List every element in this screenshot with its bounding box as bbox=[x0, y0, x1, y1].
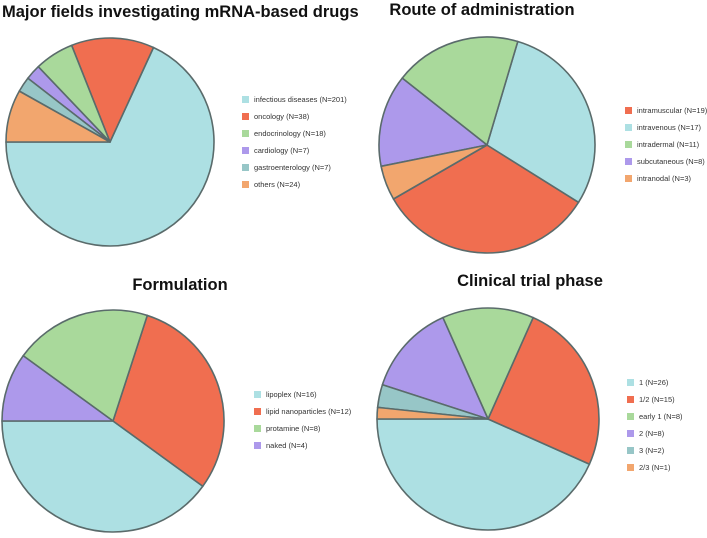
legend-swatch bbox=[254, 391, 261, 398]
legend-label: 1/2 (N=15) bbox=[639, 395, 675, 404]
legend-label: intranodal (N=3) bbox=[637, 174, 691, 183]
pie-slice bbox=[380, 144, 488, 200]
pie-slice bbox=[486, 40, 596, 204]
legend-label: oncology (N=38) bbox=[254, 112, 310, 121]
chart-major-fields: Major fields investigating mRNA-based dr… bbox=[2, 3, 359, 247]
pie-route bbox=[378, 36, 596, 254]
legend-label: intravenous (N=17) bbox=[637, 123, 701, 132]
legend-label: 1 (N=26) bbox=[639, 378, 669, 387]
legend-label: 2 (N=8) bbox=[639, 429, 665, 438]
pie-formulation bbox=[1, 309, 225, 533]
legend-phase: 1 (N=26) 1/2 (N=15) early 1 (N=8) 2 (N=8) 3 … bbox=[627, 378, 683, 472]
legend-swatch bbox=[627, 379, 634, 386]
chart-route: Route of administration intramuscular (N… bbox=[378, 1, 707, 254]
pie-slice bbox=[376, 418, 591, 531]
legend-label: naked (N=4) bbox=[266, 441, 308, 450]
legend-label: protamine (N=8) bbox=[266, 424, 321, 433]
legend-formulation: lipoplex (N=16) lipid nanoparticles (N=12… bbox=[254, 390, 352, 450]
legend-swatch bbox=[254, 425, 261, 432]
legend-route: intramuscular (N=19) intravenous (N=17) in… bbox=[625, 106, 707, 183]
pie-phase bbox=[376, 307, 600, 531]
legend-label: gastroenterology (N=7) bbox=[254, 163, 331, 172]
legend-swatch bbox=[242, 130, 249, 137]
pie-slice bbox=[1, 354, 114, 422]
legend-swatch bbox=[627, 396, 634, 403]
legend-swatch bbox=[242, 164, 249, 171]
chart-title: Formulation bbox=[132, 276, 227, 294]
pie-slice bbox=[487, 316, 600, 465]
legend-label: intramuscular (N=19) bbox=[637, 106, 707, 115]
legend-swatch bbox=[625, 175, 632, 182]
chart-title: Route of administration bbox=[389, 1, 574, 19]
legend-swatch bbox=[242, 147, 249, 154]
chart-title: Clinical trial phase bbox=[457, 272, 603, 290]
legend-label: cardiology (N=7) bbox=[254, 146, 310, 155]
pie-slice bbox=[112, 314, 225, 488]
legend-label: early 1 (N=8) bbox=[639, 412, 683, 421]
pie-slice bbox=[5, 90, 111, 143]
legend-swatch bbox=[242, 181, 249, 188]
pie-slice bbox=[381, 316, 489, 420]
pie-slice bbox=[5, 46, 215, 247]
legend-label: 3 (N=2) bbox=[639, 446, 665, 455]
legend-swatch bbox=[625, 158, 632, 165]
legend-label: lipid nanoparticles (N=12) bbox=[266, 407, 352, 416]
pie-slice bbox=[376, 406, 489, 420]
pie-major-fields bbox=[5, 37, 215, 247]
pie-slice bbox=[70, 37, 155, 143]
chart-title: Major fields investigating mRNA-based dr… bbox=[2, 3, 359, 21]
legend-major-fields: infectious diseases (N=201) oncology (N=3… bbox=[242, 95, 347, 189]
pie-slice bbox=[392, 144, 580, 254]
chart-formulation: Formulation lipoplex (N=16) lipid nanopar… bbox=[1, 276, 352, 533]
legend-swatch bbox=[254, 408, 261, 415]
legend-label: 2/3 (N=1) bbox=[639, 463, 671, 472]
legend-swatch bbox=[627, 464, 634, 471]
legend-swatch bbox=[254, 442, 261, 449]
legend-label: subcutaneous (N=8) bbox=[637, 157, 705, 166]
legend-swatch bbox=[625, 107, 632, 114]
legend-label: endocrinology (N=18) bbox=[254, 129, 326, 138]
legend-swatch bbox=[242, 113, 249, 120]
legend-label: infectious diseases (N=201) bbox=[254, 95, 347, 104]
legend-swatch bbox=[627, 447, 634, 454]
pie-slice bbox=[378, 77, 488, 168]
pie-slice bbox=[442, 307, 534, 420]
legend-label: lipoplex (N=16) bbox=[266, 390, 317, 399]
legend-swatch bbox=[627, 430, 634, 437]
legend-label: intradermal (N=11) bbox=[637, 140, 700, 149]
legend-swatch bbox=[627, 413, 634, 420]
chart-phase: Clinical trial phase 1 (N=26) 1/2 (N=15) e… bbox=[376, 272, 683, 531]
pie-slice bbox=[401, 36, 519, 146]
legend-swatch bbox=[625, 141, 632, 148]
pie-slice bbox=[22, 309, 149, 422]
legend-label: others (N=24) bbox=[254, 180, 301, 189]
legend-swatch bbox=[625, 124, 632, 131]
pie-slice bbox=[1, 420, 204, 533]
legend-swatch bbox=[242, 96, 249, 103]
